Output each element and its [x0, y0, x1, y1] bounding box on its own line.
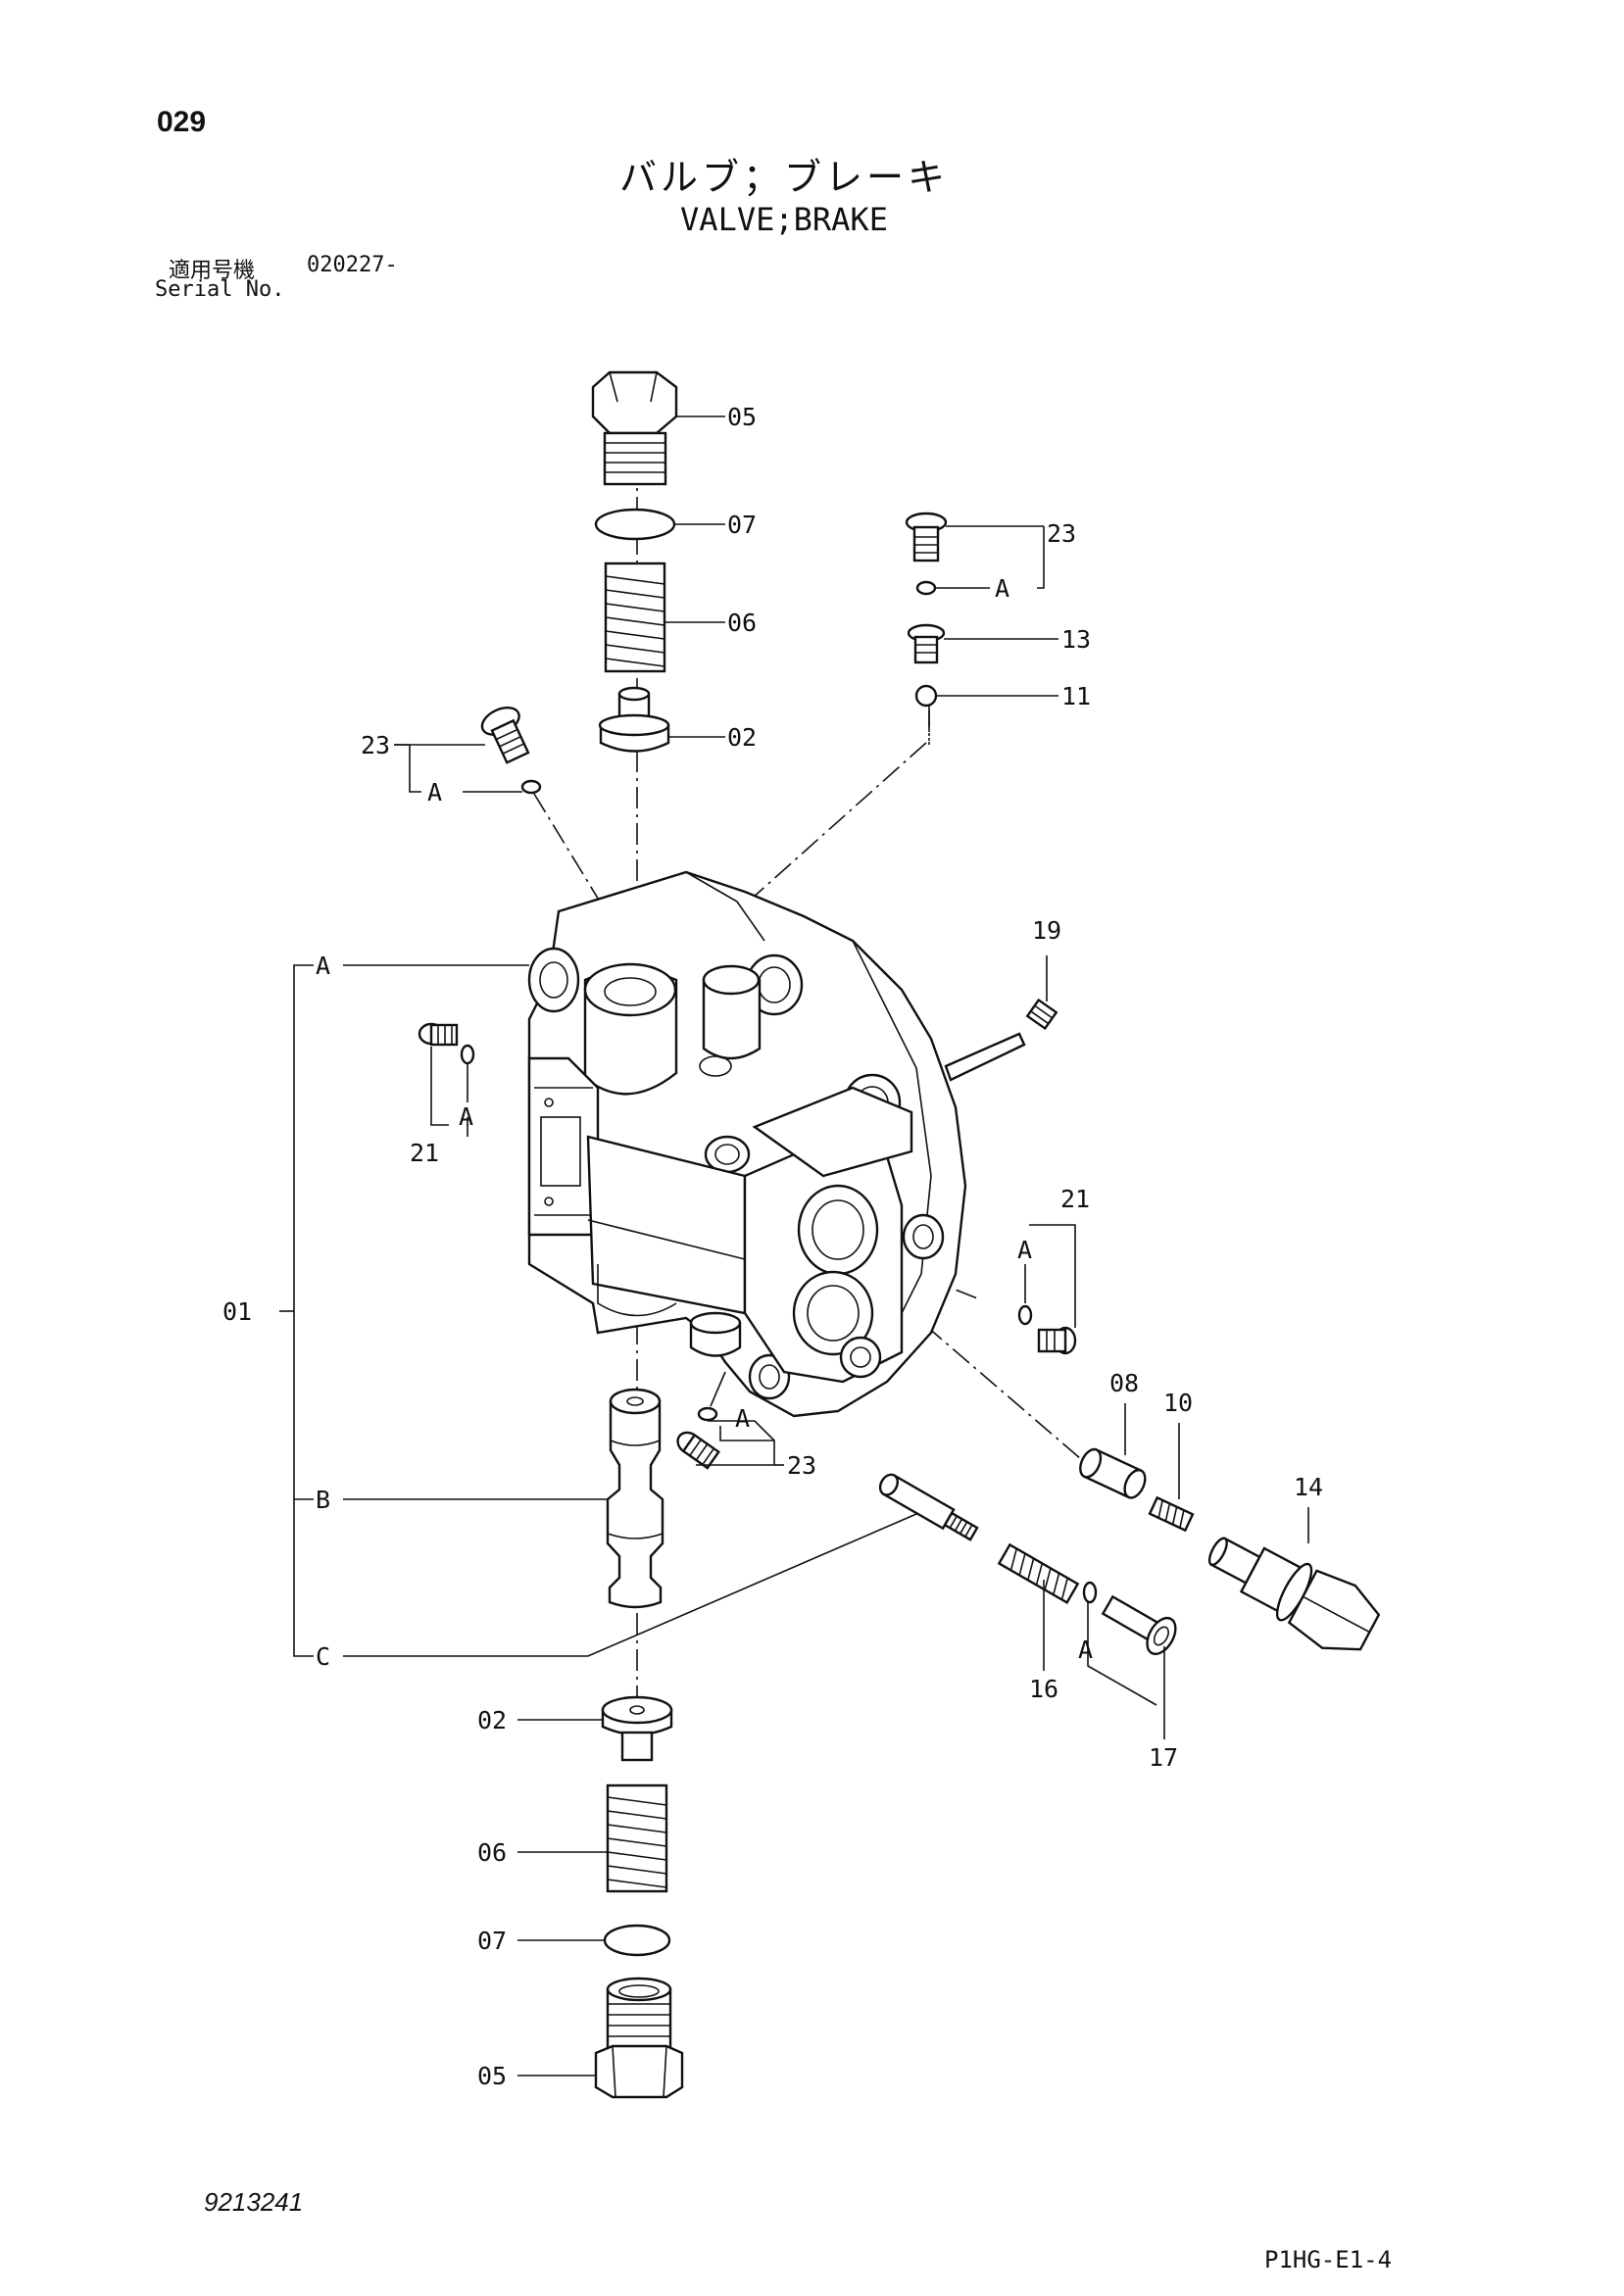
callout-10: 10 [1163, 1389, 1193, 1417]
callout-08: 08 [1109, 1369, 1139, 1397]
plug-23-left [480, 706, 530, 764]
spring-10 [1148, 1495, 1195, 1533]
callout-a-21-right: A [1017, 1236, 1032, 1264]
drawing-number: 9213241 [204, 2187, 304, 2217]
o-ring-a-lower [697, 1406, 718, 1422]
callout-06-bottom: 06 [477, 1838, 507, 1867]
callout-16: 16 [1029, 1675, 1058, 1703]
leader-lines [279, 415, 1309, 2076]
callout-02-top: 02 [727, 723, 757, 752]
callout-a-group: A [316, 952, 330, 980]
spring-06-top [604, 562, 666, 673]
callout-02-bottom: 02 [477, 1706, 507, 1734]
callout-labels: 05 07 06 02 23 A 13 11 23 A 19 A 01 B C … [222, 403, 1323, 2090]
sleeve-08 [1079, 1447, 1147, 1499]
callout-07-bottom: 07 [477, 1927, 507, 1955]
callout-a-21-left: A [459, 1102, 473, 1131]
callout-07-top: 07 [727, 511, 757, 539]
callout-21-right: 21 [1060, 1185, 1090, 1213]
page-number: 029 [157, 106, 207, 138]
callout-a-17: A [1078, 1636, 1093, 1664]
plug-23-top-right [905, 512, 948, 562]
spring-16 [997, 1542, 1080, 1605]
plug-21-left [418, 1022, 459, 1047]
callout-23-top-right: 23 [1047, 519, 1076, 548]
callout-c-group: C [316, 1642, 330, 1671]
callout-05-bottom: 05 [477, 2062, 507, 2090]
o-ring-07-top [594, 508, 676, 541]
valve-body-01 [527, 870, 1026, 1418]
callout-05-top: 05 [727, 403, 757, 431]
callout-19: 19 [1032, 916, 1061, 945]
seat-02-bottom [601, 1695, 673, 1762]
o-ring-a-left [520, 779, 542, 795]
page-title-english: VALVE;BRAKE [680, 201, 888, 238]
ball-11 [914, 684, 938, 708]
callout-b-group: B [316, 1486, 330, 1514]
o-ring-07-bottom [603, 1924, 671, 1957]
callout-13: 13 [1061, 625, 1091, 654]
o-ring-a-top-right [915, 580, 937, 596]
o-ring-a-21-right [1017, 1304, 1033, 1326]
callout-a-23-lower: A [735, 1404, 750, 1433]
seat-02-top [598, 686, 670, 753]
relief-valve-14 [1207, 1537, 1381, 1651]
callout-23-lower: 23 [787, 1451, 816, 1480]
o-ring-a-17 [1082, 1581, 1098, 1604]
plug-21-right [1037, 1326, 1077, 1355]
plug-17 [1101, 1594, 1177, 1656]
serial-label-japanese: 適用号機 [169, 259, 256, 283]
o-ring-a-21-left [460, 1044, 475, 1065]
plug-19 [1025, 998, 1058, 1031]
serial-number-value: 020227- [307, 253, 398, 277]
plug-05-top [591, 370, 678, 486]
plug-13 [907, 623, 946, 664]
spool-c [878, 1473, 979, 1541]
callout-21-left: 21 [410, 1139, 439, 1167]
spring-06-bottom [606, 1783, 668, 1893]
page-title-japanese: バルブ；ブレーキ [618, 156, 949, 199]
callout-17: 17 [1149, 1743, 1178, 1772]
serial-label-english: Serial No. [155, 277, 285, 302]
callout-06-top: 06 [727, 609, 757, 637]
plug-23-lower [676, 1431, 720, 1470]
callout-14: 14 [1294, 1473, 1323, 1501]
plug-05-bottom [594, 1977, 684, 2099]
sheet-code: P1HG-E1-4 [1264, 2246, 1393, 2273]
callout-01: 01 [222, 1297, 252, 1326]
callout-a-left: A [427, 778, 442, 806]
callout-23-left: 23 [361, 731, 390, 759]
callout-11: 11 [1061, 682, 1091, 710]
callout-a-top-right: A [995, 574, 1009, 603]
spool-b [606, 1388, 664, 1609]
